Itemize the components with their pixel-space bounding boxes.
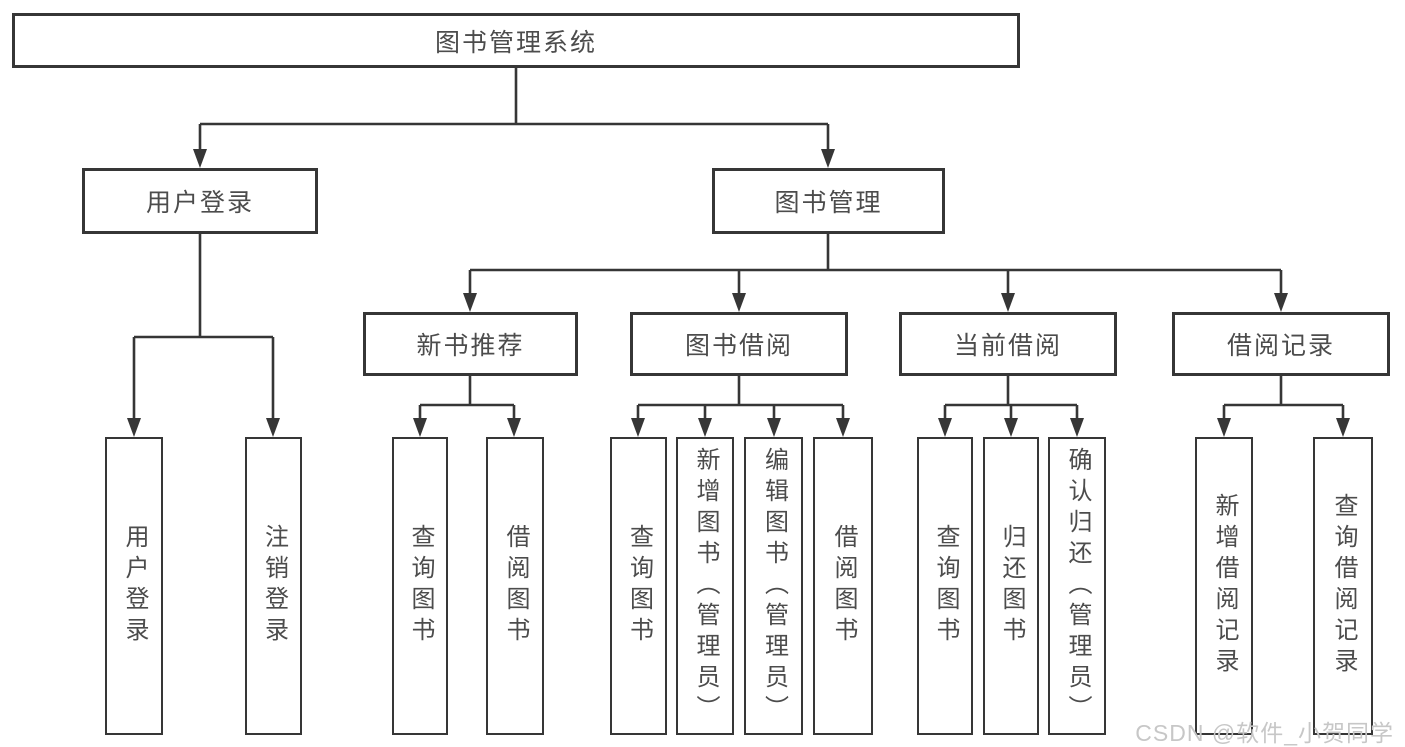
node-book-borrowing: 图书借阅 — [630, 312, 848, 376]
node-label: 新书推荐 — [416, 332, 525, 360]
node-label: 图书借阅 — [684, 332, 793, 360]
leaf-label: 注销登录 — [260, 524, 288, 648]
leaf-label: 借阅图书 — [830, 524, 857, 648]
node-label: 用户登录 — [145, 189, 254, 217]
leaf-return-books: 归还图书 — [983, 437, 1039, 735]
node-label: 借阅记录 — [1226, 332, 1335, 360]
leaf-confirm-return-admin: 确认归还（管理员） — [1048, 437, 1106, 735]
leaf-label: 用户登录 — [121, 524, 148, 648]
leaf-borrow-books: 借阅图书 — [486, 437, 544, 735]
leaf-borrow-books-2: 借阅图书 — [813, 437, 873, 735]
leaf-label: 编辑图书（管理员） — [760, 446, 788, 726]
leaf-label: 查询借阅记录 — [1330, 493, 1357, 679]
leaf-query-borrow-record: 查询借阅记录 — [1313, 437, 1373, 735]
node-current-borrowing: 当前借阅 — [899, 312, 1117, 376]
leaf-logout-login: 注销登录 — [245, 437, 302, 735]
leaf-label: 查询图书 — [625, 524, 653, 648]
node-label: 当前借阅 — [953, 332, 1062, 360]
leaf-query-books-3: 查询图书 — [917, 437, 973, 735]
leaf-user-login: 用户登录 — [105, 437, 163, 735]
leaf-label: 新增图书（管理员） — [692, 446, 719, 726]
node-label: 图书管理 — [774, 189, 883, 217]
leaf-add-borrow-record: 新增借阅记录 — [1195, 437, 1253, 735]
node-new-book-recommend: 新书推荐 — [363, 312, 578, 376]
leaf-label: 查询图书 — [407, 524, 434, 648]
leaf-query-books-2: 查询图书 — [610, 437, 667, 735]
node-label: 图书管理系统 — [434, 28, 597, 57]
leaf-label: 确认归还（管理员） — [1064, 446, 1091, 726]
leaf-add-books-admin: 新增图书（管理员） — [676, 437, 734, 735]
leaf-label: 归还图书 — [998, 524, 1025, 648]
leaf-label: 新增借阅记录 — [1211, 493, 1238, 679]
leaf-label: 借阅图书 — [502, 524, 529, 648]
leaf-edit-books-admin: 编辑图书（管理员） — [744, 437, 803, 735]
node-book-management: 图书管理 — [712, 168, 945, 234]
leaf-query-books: 查询图书 — [392, 437, 448, 735]
node-borrowing-records: 借阅记录 — [1172, 312, 1390, 376]
leaf-label: 查询图书 — [932, 524, 959, 648]
csdn-watermark: CSDN @软件_小贺同学 — [1135, 720, 1394, 746]
node-library-management-system: 图书管理系统 — [12, 13, 1020, 68]
node-user-login: 用户登录 — [82, 168, 318, 234]
